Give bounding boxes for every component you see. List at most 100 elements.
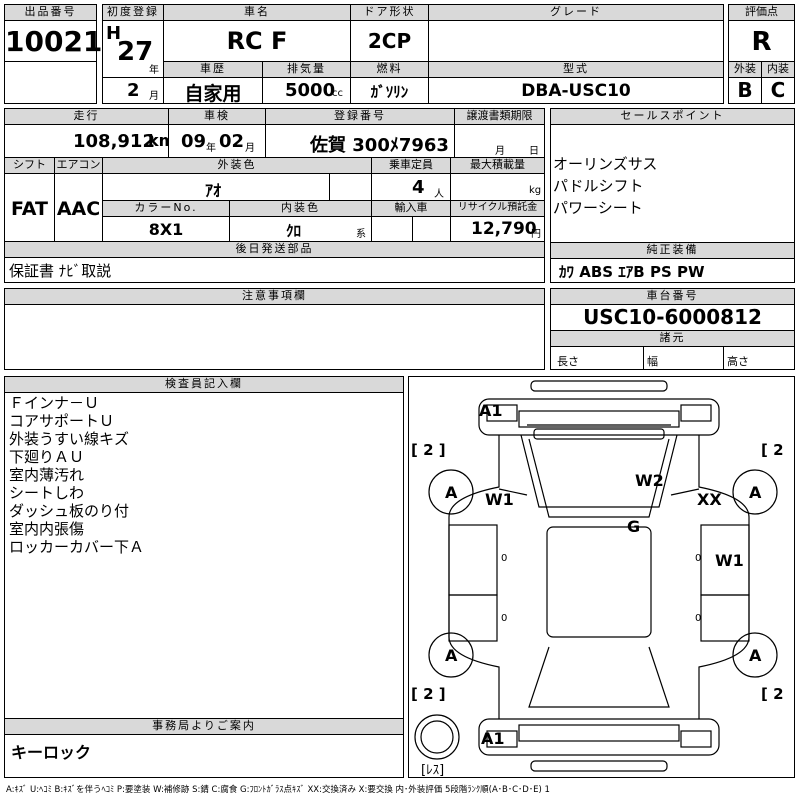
score-label: 評価点 bbox=[729, 5, 794, 21]
car-name-cell: 車名 RC F bbox=[163, 4, 351, 62]
first-registration-year: 27 bbox=[117, 37, 154, 67]
zero-right: 0 bbox=[695, 553, 702, 564]
interior-color-cell: 内装色 ｸﾛ 系 bbox=[229, 200, 372, 242]
tread-rr: [ 2 bbox=[761, 685, 784, 703]
ac-cell: エアコン AAC bbox=[54, 157, 103, 242]
sales-point: オーリンズサス bbox=[553, 155, 658, 173]
specs-cell: 諸元 長さ 幅 高さ bbox=[550, 330, 795, 370]
transfer-deadline-label: 譲渡書類期限 bbox=[455, 109, 544, 125]
office-notice: キーロック bbox=[11, 743, 92, 762]
door-cell: ドア形状 2CP bbox=[350, 4, 429, 62]
sales-point: パワーシート bbox=[553, 199, 643, 217]
year-unit: 年 bbox=[149, 65, 159, 76]
grade-label: グレード bbox=[429, 5, 723, 21]
tread-rl: [ 2 ] bbox=[411, 685, 446, 703]
office-notice-cell: 事務局よりご案内 キーロック bbox=[4, 718, 404, 778]
first-registration-label: 初度登録 bbox=[103, 5, 163, 21]
height-label: 高さ bbox=[727, 355, 749, 368]
model: DBA-USC10 bbox=[521, 81, 631, 101]
model-label: 型式 bbox=[429, 62, 723, 78]
mark-a1-bottom: A1 bbox=[481, 729, 505, 748]
max-load-label: 最大積載量 bbox=[451, 158, 544, 174]
max-load-unit: kg bbox=[529, 185, 542, 196]
history: 自家用 bbox=[184, 83, 242, 105]
car-name-label: 車名 bbox=[164, 5, 350, 21]
wheel-rr-mark: A bbox=[749, 646, 762, 665]
office-notice-label: 事務局よりご案内 bbox=[5, 719, 403, 735]
exterior-color: ｱｵ bbox=[205, 181, 222, 200]
mileage-cell: 走行 108,912 km bbox=[4, 108, 175, 158]
color-number-cell: カラーNo. 8X1 bbox=[102, 200, 230, 242]
ac-label: エアコン bbox=[55, 158, 102, 174]
recycle-label: リサイクル預託金 bbox=[451, 201, 544, 217]
color-number-label: カラーNo. bbox=[103, 201, 229, 217]
transfer-month-unit: 月 bbox=[495, 146, 505, 157]
wheel-fl-mark: A bbox=[445, 483, 458, 502]
transfer-deadline-cell: 譲渡書類期限 月 日 bbox=[454, 108, 545, 158]
notes-cell: 注意事項欄 bbox=[4, 288, 545, 370]
chassis-number: USC10-6000812 bbox=[583, 305, 762, 329]
displacement-label: 排気量 bbox=[263, 62, 350, 78]
first-registration-cell: 初度登録 H 27 年 bbox=[102, 4, 164, 78]
equipment: ｶﾜ ABS ｴｱB PS PW bbox=[559, 263, 705, 281]
inspector-notes-cell: 検査員記入欄 Ｆインナ－Ｕ コアサポートＵ 外装うすい線キズ 下廻りＡＵ 室内薄… bbox=[4, 376, 404, 719]
mark-w2: W2 bbox=[635, 471, 664, 490]
door-label: ドア形状 bbox=[351, 5, 428, 21]
history-label: 車歴 bbox=[164, 62, 262, 78]
inspector-line: 下廻りＡＵ bbox=[9, 448, 85, 466]
inspection-label: 車検 bbox=[169, 109, 265, 125]
air-conditioner: AAC bbox=[56, 198, 101, 220]
interior-label: 内装 bbox=[762, 62, 794, 78]
door-type: 2CP bbox=[367, 29, 412, 53]
sales-points-label: セールスポイント bbox=[551, 109, 794, 125]
specs-label: 諸元 bbox=[551, 331, 794, 347]
interior-color: ｸﾛ bbox=[286, 222, 302, 240]
mark-xx: XX bbox=[697, 490, 722, 509]
wheel-rl-mark: A bbox=[445, 646, 458, 665]
capacity-cell: 乗車定員 4 人 bbox=[371, 157, 451, 201]
capacity: 4 bbox=[412, 177, 425, 198]
blank-cell bbox=[4, 61, 97, 104]
color-number: 8X1 bbox=[148, 220, 184, 239]
inspection-month: 02 bbox=[219, 131, 245, 152]
tread-fl: [ 2 ] bbox=[411, 441, 446, 459]
inspector-line: ロッカーカバー下Ａ bbox=[9, 538, 145, 556]
interior-grade: C bbox=[770, 78, 786, 102]
inspection-year-unit: 年 bbox=[206, 143, 216, 154]
inspector-line: 室内薄汚れ bbox=[9, 466, 85, 484]
exterior-grade: B bbox=[737, 78, 753, 102]
wheel-fr-mark: A bbox=[749, 483, 762, 502]
grade-cell: グレード bbox=[428, 4, 724, 62]
zero-left: 0 bbox=[501, 553, 508, 564]
exterior-color-label: 外装色 bbox=[103, 158, 371, 174]
equipment-label: 純正装備 bbox=[551, 243, 794, 259]
transfer-day-unit: 日 bbox=[529, 146, 539, 157]
inspector-notes-label: 検査員記入欄 bbox=[5, 377, 403, 393]
interior-cell: 内装 C bbox=[761, 61, 795, 104]
car-outline bbox=[414, 380, 778, 772]
zero-bottom-right: 0 bbox=[695, 613, 702, 624]
inspector-lines: Ｆインナ－Ｕ コアサポートＵ 外装うすい線キズ 下廻りＡＵ 室内薄汚れ シートし… bbox=[9, 394, 144, 556]
legend: A:ｷｽﾞ U:ﾍｺﾐ B:ｷｽﾞを伴うﾍｺﾐ P:要塗装 W:補修跡 S:錆 … bbox=[6, 785, 550, 795]
inspector-line: Ｆインナ－Ｕ bbox=[9, 394, 100, 412]
capacity-label: 乗車定員 bbox=[372, 158, 450, 174]
capacity-unit: 人 bbox=[434, 189, 444, 200]
mileage: 108,912 bbox=[73, 131, 155, 152]
inspector-line: ダッシュ板のり付 bbox=[9, 502, 130, 520]
inspector-line: 外装うすい線キズ bbox=[9, 430, 130, 448]
fuel-label: 燃料 bbox=[351, 62, 428, 78]
first-registration-month-cell: 2 月 bbox=[102, 77, 164, 104]
displacement-unit: cc bbox=[332, 88, 343, 99]
exterior-cell: 外装 B bbox=[728, 61, 762, 104]
inspection-cell: 車検 09 年 02 月 bbox=[168, 108, 266, 158]
era: H bbox=[106, 23, 122, 44]
chassis-cell: 車台番号 USC10-6000812 bbox=[550, 288, 795, 331]
sales-points-cell: セールスポイント オーリンズサス パドルシフト パワーシート bbox=[550, 108, 795, 243]
lot-number: 10021 bbox=[5, 25, 103, 58]
registration-number: 佐賀 300ﾒ7963 bbox=[310, 135, 449, 156]
shift-label: シフト bbox=[5, 158, 54, 174]
chassis-label: 車台番号 bbox=[551, 289, 794, 305]
width-label: 幅 bbox=[647, 355, 658, 368]
mark-a1-top: A1 bbox=[479, 401, 503, 420]
mark-g: G bbox=[627, 517, 641, 536]
